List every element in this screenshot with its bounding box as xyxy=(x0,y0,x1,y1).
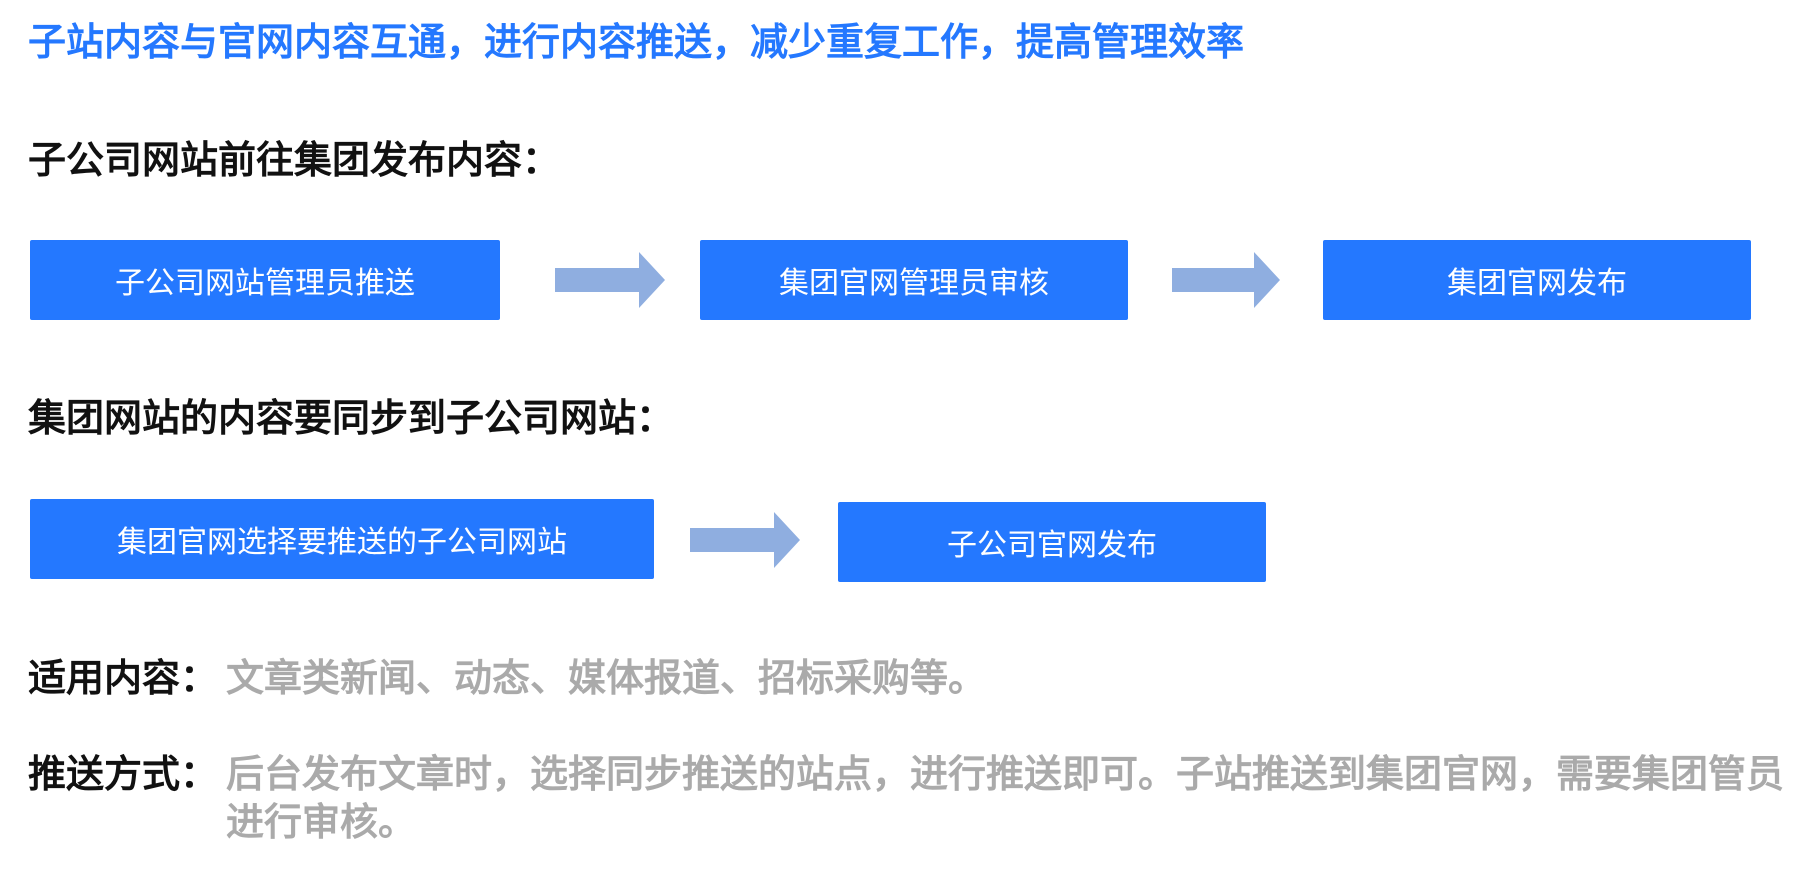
applicable-content-text: 文章类新闻、动态、媒体报道、招标采购等。 xyxy=(226,656,987,700)
arrow-right-icon xyxy=(690,512,800,568)
push-method-label: 推送方式： xyxy=(28,752,219,796)
applicable-content-label: 适用内容： xyxy=(28,656,219,700)
flow-step-group-publish: 集团官网发布 xyxy=(1323,240,1751,320)
section-title-subsidiary-to-group: 子公司网站前往集团发布内容： xyxy=(28,138,561,182)
push-method-text: 后台发布文章时，选择同步推送的站点，进行推送即可。子站推送到集团官网，需要集团管… xyxy=(226,752,1785,844)
flow-step-subsidiary-admin-push: 子公司网站管理员推送 xyxy=(30,240,500,320)
section-title-group-to-subsidiary: 集团网站的内容要同步到子公司网站： xyxy=(28,396,675,440)
arrow-right-icon xyxy=(1172,252,1280,308)
flow-step-subsidiary-publish: 子公司官网发布 xyxy=(838,502,1266,582)
flow-step-group-admin-review: 集团官网管理员审核 xyxy=(700,240,1128,320)
page-headline: 子站内容与官网内容互通，进行内容推送，减少重复工作，提高管理效率 xyxy=(28,20,1245,64)
flow-step-group-select-subsidiary: 集团官网选择要推送的子公司网站 xyxy=(30,499,654,579)
arrow-right-icon xyxy=(555,252,665,308)
